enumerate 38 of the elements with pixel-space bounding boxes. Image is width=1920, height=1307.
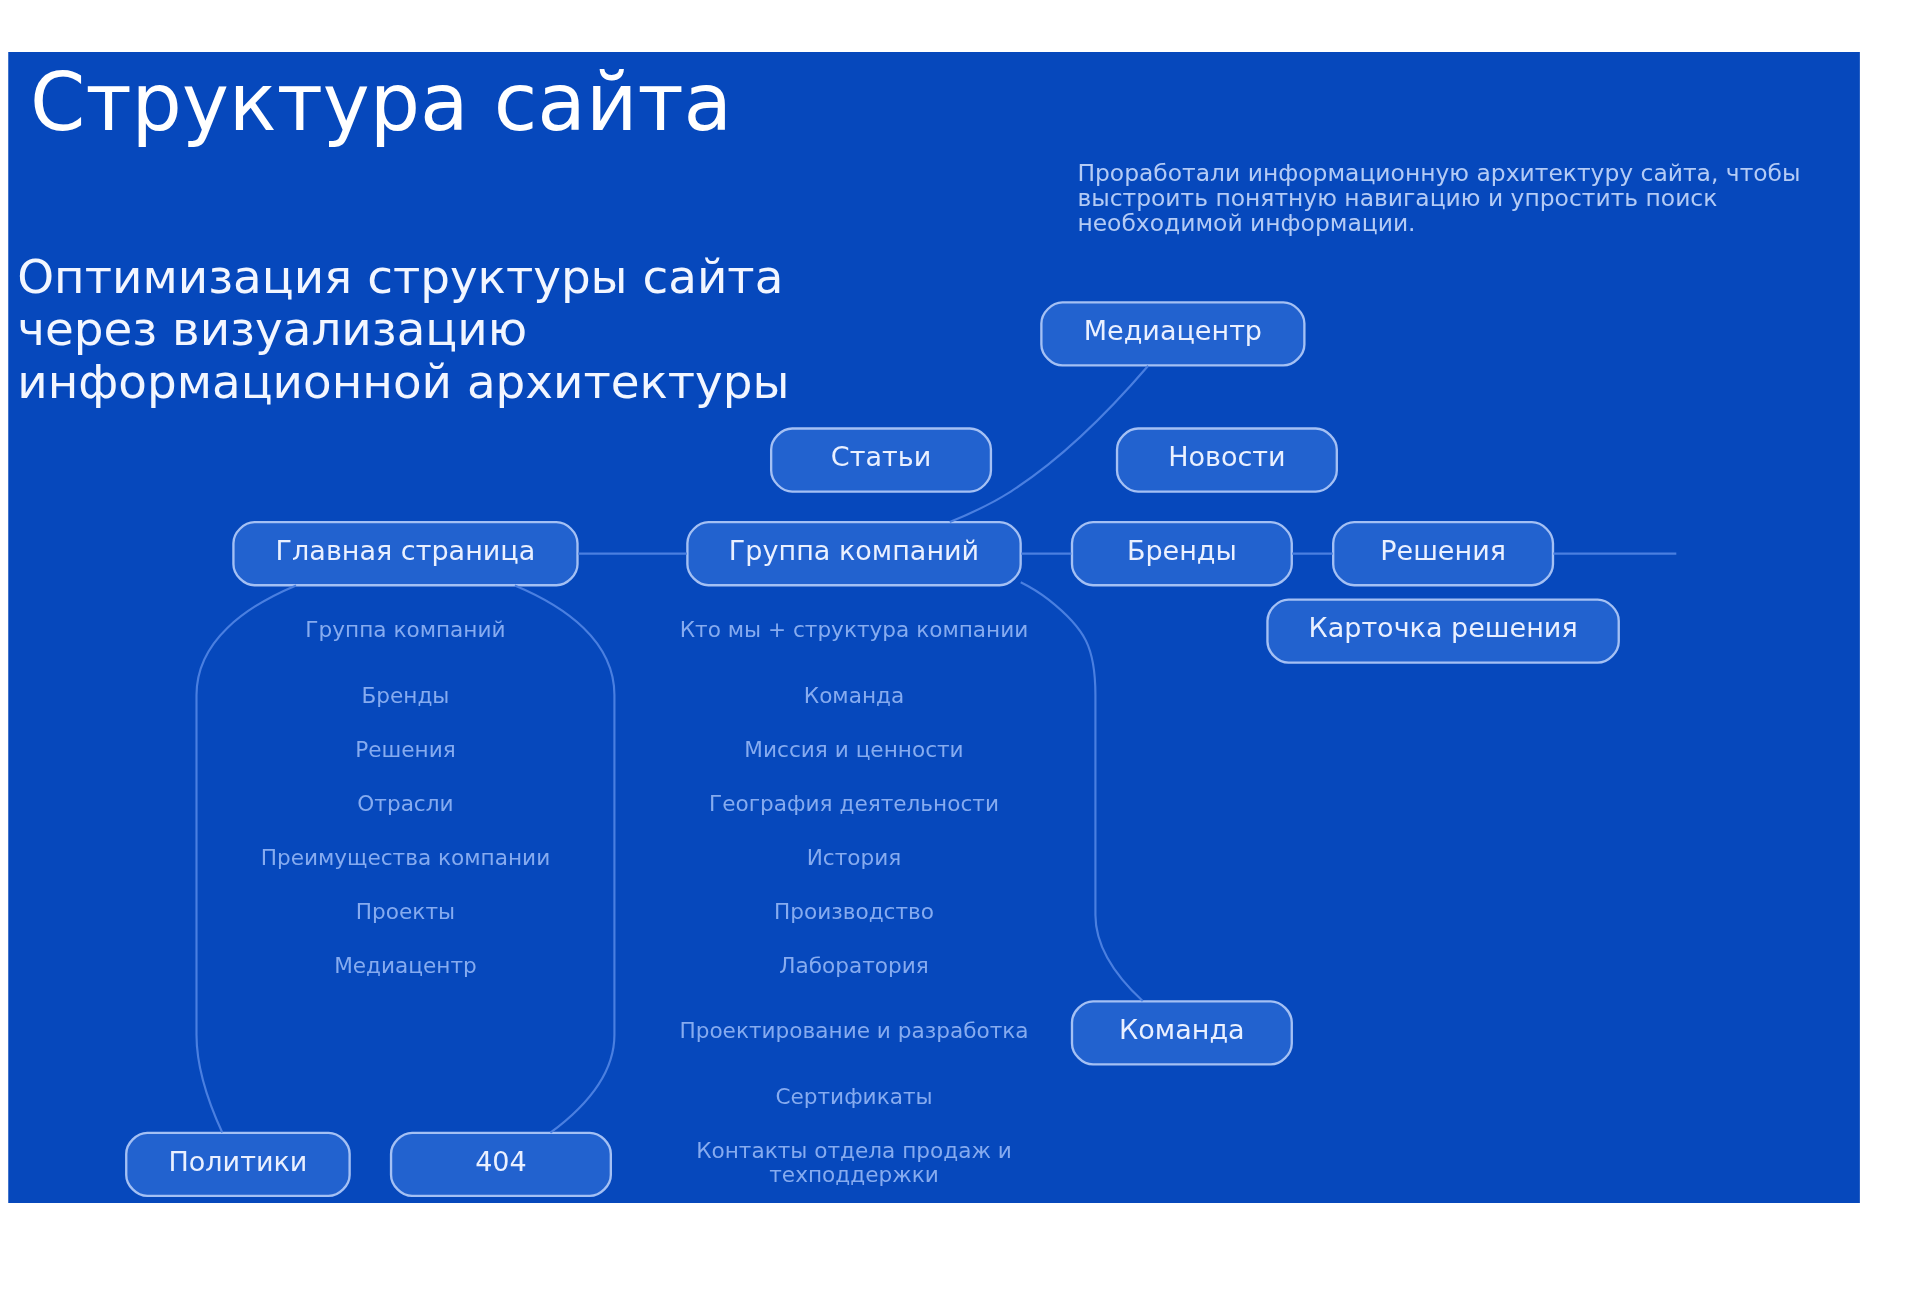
connector [514, 584, 616, 1134]
node-label: Миссия и ценности [744, 736, 964, 762]
node-box: Решения [1332, 521, 1555, 587]
node-label: История [806, 844, 902, 870]
diagram-title: Структура сайта [30, 55, 733, 149]
node-box: Главная страница [232, 521, 579, 587]
connector [1020, 581, 1144, 1002]
node-label: Отрасли [357, 790, 454, 816]
connector [1021, 552, 1072, 555]
connector [578, 552, 687, 555]
node-label: Кто мы + структура компании [679, 616, 1029, 642]
connector [1553, 552, 1677, 555]
node-box: Бренды [1070, 521, 1293, 587]
node-box: Группа компаний [686, 521, 1022, 587]
node-box: Карточка решения [1266, 598, 1620, 664]
node-box: Медиацентр [1040, 301, 1306, 367]
node-label: Команда [803, 682, 905, 708]
node-label: Сертификаты [775, 1084, 933, 1110]
node-box: 404 [389, 1131, 612, 1198]
node-label: Контакты отдела продаж и техподдержки [696, 1138, 1012, 1187]
node-label: География деятельности [709, 790, 999, 816]
label: Проработали информационную архитектуру сайта, чтобы выстроить понятную навигацию и упростить поиск необходимой информации. [1077, 158, 1801, 238]
node-label: Проекты [355, 898, 456, 924]
node-box: Новости [1115, 427, 1338, 493]
node-box: Политики [125, 1131, 351, 1198]
node-box: Статьи [770, 427, 993, 493]
node-label: Бренды [361, 682, 450, 708]
node-label: Медиацентр [334, 952, 477, 978]
label: Оптимизация структуры сайта через визуализацию информационной архитектуры [17, 250, 790, 409]
node-label: Лаборатория [779, 952, 929, 978]
node-label: Группа компаний [305, 616, 506, 642]
node-label: Проектирование и разработка [679, 1018, 1029, 1044]
node-label: Преимущества компании [260, 844, 551, 870]
connector [1292, 552, 1333, 555]
node-box: Команда [1070, 1000, 1293, 1066]
connector [195, 584, 297, 1133]
node-label: Решения [355, 736, 456, 762]
node-label: Производство [774, 898, 935, 924]
